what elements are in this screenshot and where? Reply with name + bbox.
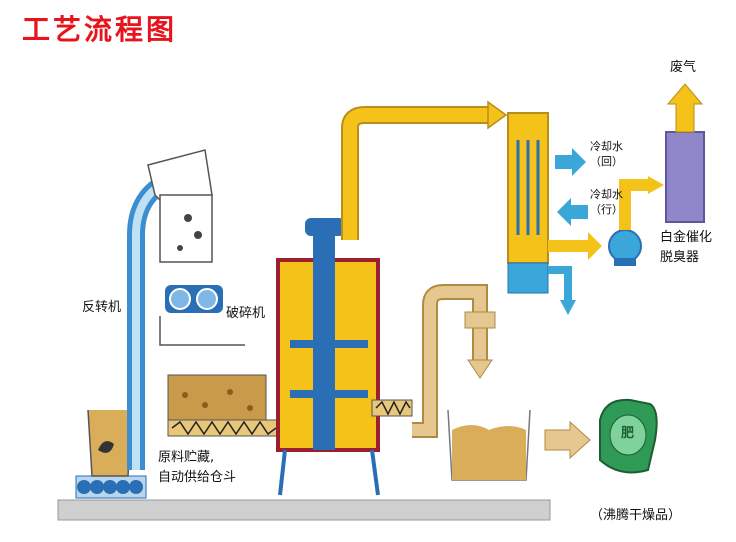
label-raw-storage-line2: 自动供给仓斗 <box>158 470 237 485</box>
deodorizer-arrow-icon <box>648 176 664 194</box>
raw-storage-bin <box>159 316 267 421</box>
platinum-catalyst-deodorizer <box>665 131 705 223</box>
label-reversing-machine: 反转机 <box>82 300 122 315</box>
arrow-icon <box>544 420 591 460</box>
condenser-icon <box>507 112 549 294</box>
label-cooling-supply-2: （行） <box>590 203 623 216</box>
drain-arrow-icon <box>560 300 576 315</box>
fertilizer-bag-text: 肥 <box>621 426 635 441</box>
label-crusher: 破碎机 <box>226 306 266 321</box>
product-pipe <box>412 284 496 438</box>
floor-base <box>57 499 551 521</box>
label-cooling-return-1: 冷却水 <box>590 140 623 153</box>
fan-to-deodorizer-pipe <box>619 179 650 230</box>
cooling-in-arrow-icon <box>557 198 588 226</box>
crusher-rollers-icon <box>165 285 223 313</box>
label-platinum-catalyst-1: 白金催化 <box>660 230 713 245</box>
page-title: 工艺流程图 <box>22 13 178 46</box>
feed-bucket-icon <box>87 409 133 477</box>
label-cooling-return-2: （回） <box>590 155 623 168</box>
product-container <box>447 409 531 481</box>
drain-pipe <box>548 266 572 305</box>
label-exhaust-gas: 废气 <box>670 60 697 75</box>
label-platinum-catalyst-2: 脱臭器 <box>660 250 700 265</box>
cooling-out-arrow-icon <box>555 148 586 176</box>
fertilizer-bag-icon <box>599 398 658 474</box>
conveyor-rollers-icon <box>75 475 147 499</box>
discharge-screw-icon <box>371 399 413 417</box>
screw-conveyor-icon <box>167 419 281 437</box>
dryer-tower <box>276 218 380 496</box>
fan-icon <box>608 229 642 266</box>
gas-arrow-icon <box>548 232 602 260</box>
label-product: （沸腾干燥品） <box>590 508 682 523</box>
exhaust-arrow-icon <box>666 83 704 133</box>
label-cooling-supply-1: 冷却水 <box>590 188 623 201</box>
label-raw-storage-line1: 原料贮藏, <box>158 450 215 465</box>
hopper-icon <box>147 149 213 263</box>
exhaust-pipe <box>341 100 508 240</box>
